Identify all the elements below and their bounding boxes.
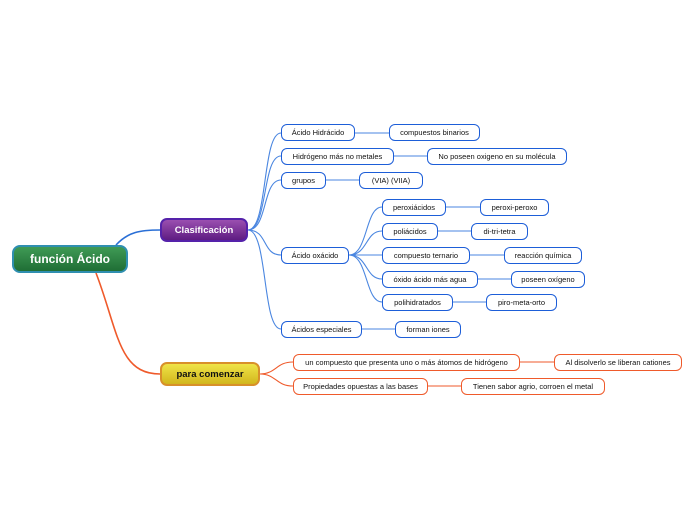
connector-group-clasificacion: [247, 132, 511, 330]
node-piro-meta-orto[interactable]: piro-meta-orto: [486, 294, 557, 311]
node-forman-iones[interactable]: forman iones: [395, 321, 461, 338]
node-reaccion-quimica[interactable]: reacción química: [504, 247, 582, 264]
node-acidos-especiales[interactable]: Ácidos especiales: [281, 321, 362, 338]
node-via-viia[interactable]: (VIA) (VIIA): [359, 172, 423, 189]
root-node[interactable]: función Ácido: [12, 245, 128, 273]
topic-para-comenzar[interactable]: para comenzar: [160, 362, 260, 386]
node-oxido-acido-agua[interactable]: óxido ácido más agua: [382, 271, 478, 288]
node-liberan-cationes[interactable]: Al disolverlo se liberan cationes: [554, 354, 682, 371]
connector-group-comenzar: [259, 361, 554, 387]
node-no-poseen-oxigeno[interactable]: No poseen oxigeno en su molécula: [427, 148, 567, 165]
node-compuesto-hidrogeno[interactable]: un compuesto que presenta uno o más átom…: [293, 354, 520, 371]
node-polihidratados[interactable]: polihidratados: [382, 294, 453, 311]
node-di-tri-tetra[interactable]: di-tri-tetra: [471, 223, 528, 240]
node-poseen-oxigeno[interactable]: poseen oxígeno: [511, 271, 585, 288]
node-sabor-agrio[interactable]: Tienen sabor agrio, corroen el metal: [461, 378, 605, 395]
connector-root-clasificacion: [115, 229, 161, 246]
node-acido-hidracido[interactable]: Ácido Hidrácido: [281, 124, 355, 141]
node-compuestos-binarios[interactable]: compuestos binarios: [389, 124, 480, 141]
node-poliacidos[interactable]: poliácidos: [382, 223, 438, 240]
node-hidrogeno-no-metales[interactable]: Hidrógeno más no metales: [281, 148, 394, 165]
node-propiedades-opuestas[interactable]: Propiedades opuestas a las bases: [293, 378, 428, 395]
node-peroxi-peroxo[interactable]: peroxi-peroxo: [480, 199, 549, 216]
connector-root-comenzar: [95, 272, 161, 375]
topic-clasificacion[interactable]: Clasificación: [160, 218, 248, 242]
node-peroxiacidos[interactable]: peroxiácidos: [382, 199, 446, 216]
node-acido-oxacido[interactable]: Ácido oxácido: [281, 247, 349, 264]
node-grupos[interactable]: grupos: [281, 172, 326, 189]
node-compuesto-ternario[interactable]: compuesto ternario: [382, 247, 470, 264]
